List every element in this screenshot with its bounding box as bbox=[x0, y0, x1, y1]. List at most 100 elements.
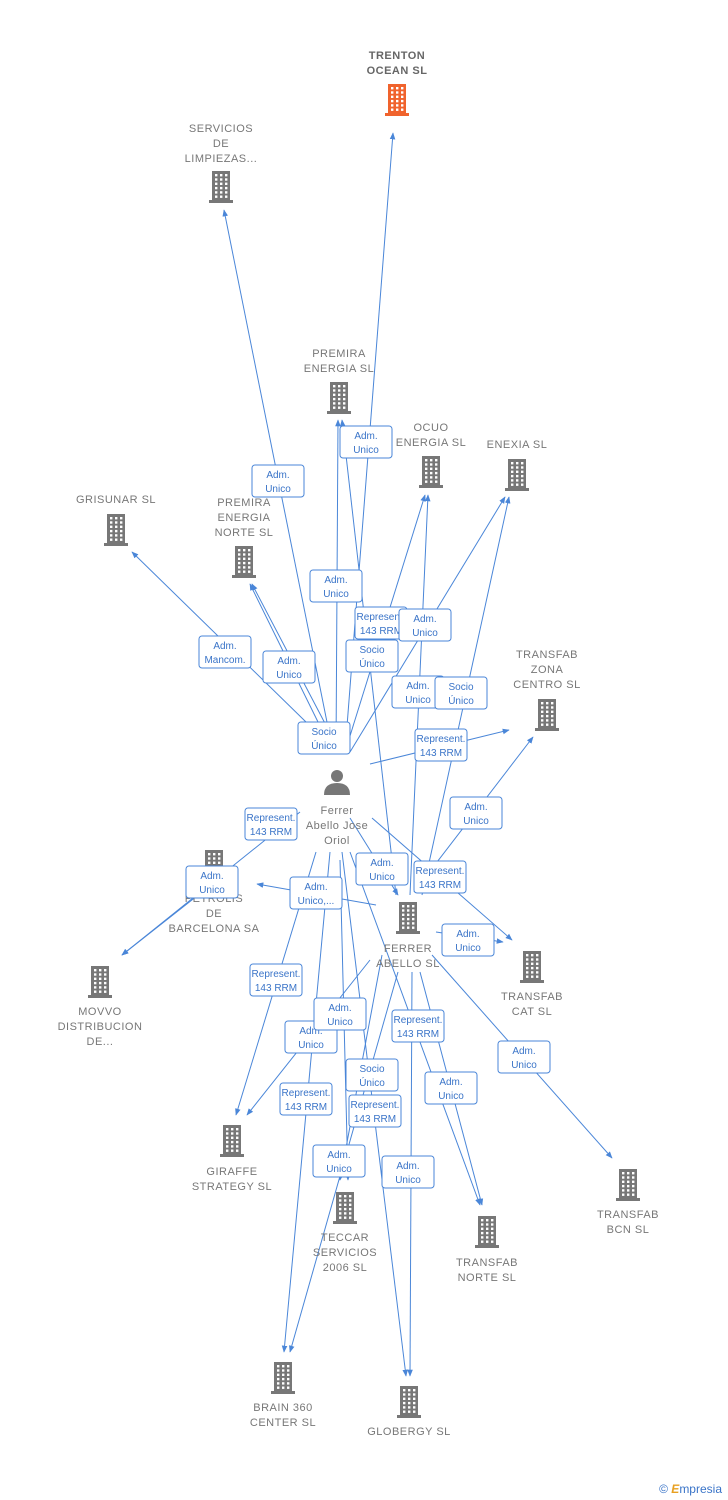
edge-label: Adm.Unico bbox=[398, 608, 452, 642]
brand-name: mpresia bbox=[679, 1482, 722, 1496]
edge-label-text: Unico bbox=[353, 445, 379, 456]
node-label-line: STRATEGY SL bbox=[192, 1181, 272, 1193]
edge-label-text: Unico bbox=[199, 885, 225, 896]
credit[interactable]: © Empresia bbox=[659, 1482, 722, 1496]
node-label-line: CAT SL bbox=[512, 1006, 553, 1018]
edge-label: Adm.Unico bbox=[424, 1071, 478, 1105]
node-label-line: ZONA bbox=[531, 664, 564, 676]
edge-label-text: Adm. bbox=[200, 871, 223, 882]
edge-label-text: Único bbox=[448, 694, 474, 707]
edge-label: Adm.Unico,... bbox=[289, 876, 343, 910]
edge-label-text: Unico bbox=[276, 670, 302, 681]
node-globergy[interactable]: GLOBERGY SL bbox=[367, 1386, 451, 1438]
node-trenton[interactable]: TRENTON OCEAN SL bbox=[367, 50, 428, 116]
node-enexia[interactable]: ENEXIA SL bbox=[487, 439, 548, 491]
edge-label-text: Adm. bbox=[413, 614, 436, 625]
node-label-line: BCN SL bbox=[607, 1224, 650, 1236]
edge-label-text: Adm. bbox=[324, 575, 347, 586]
edge-label-text: Represent. bbox=[282, 1088, 331, 1099]
node-label-line: PREMIRA bbox=[217, 497, 271, 509]
node-label-line: NORTE SL bbox=[215, 527, 274, 539]
node-label-line: CENTER SL bbox=[250, 1417, 316, 1429]
edge-label-text: Único bbox=[359, 657, 385, 670]
edge-label-text: Represent. bbox=[394, 1015, 443, 1026]
edge-label: Represent.143 RRM bbox=[413, 860, 467, 894]
building-icon bbox=[232, 546, 256, 578]
edge-label: Adm.Unico bbox=[339, 425, 393, 459]
edge-label-text: Adm. bbox=[406, 681, 429, 692]
edge-label-text: Unico bbox=[463, 816, 489, 827]
edge-label: Adm.Unico bbox=[441, 923, 495, 957]
edge-label-text: 143 RRM bbox=[360, 626, 402, 637]
edge-label: Adm.Unico bbox=[313, 997, 367, 1031]
node-label-line: BARCELONA SA bbox=[169, 923, 260, 935]
node-label-line: CENTRO SL bbox=[513, 679, 580, 691]
node-premira_norte[interactable]: PREMIRA ENERGIA NORTE SL bbox=[215, 497, 274, 578]
node-grisunar[interactable]: GRISUNAR SL bbox=[76, 494, 156, 546]
edge-label-text: Unico bbox=[369, 872, 395, 883]
edge-label-text: Represent. bbox=[247, 813, 296, 824]
building-icon bbox=[209, 171, 233, 203]
edge-label: Represent. 143 RRM bbox=[244, 807, 298, 841]
edge-label-text: 143 RRM bbox=[397, 1029, 439, 1040]
building-icon bbox=[397, 1386, 421, 1418]
edge-label-text: Represent. bbox=[416, 866, 465, 877]
node-label-line: BRAIN 360 bbox=[253, 1402, 313, 1414]
edge-label-text: Represent. bbox=[252, 969, 301, 980]
edge-label-text: Adm. bbox=[512, 1046, 535, 1057]
edge-label-text: Unico bbox=[455, 943, 481, 954]
edge-label: Adm.Unico bbox=[381, 1155, 435, 1189]
node-label-line: SERVICIOS bbox=[189, 123, 253, 135]
node-label-line: OCEAN SL bbox=[367, 65, 428, 77]
building-icon bbox=[104, 514, 128, 546]
edge-labels-layer: Adm.UnicoAdm.UnicoAdm.UnicoAdm.Mancom.Ad… bbox=[185, 425, 551, 1189]
node-label-line: DISTRIBUCION bbox=[58, 1021, 143, 1033]
edge-label-text: 143 RRM bbox=[250, 827, 292, 838]
node-label-line: TRENTON bbox=[369, 50, 425, 62]
node-label-line: ENERGIA SL bbox=[396, 437, 466, 449]
node-label-line: ENERGIA bbox=[217, 512, 270, 524]
node-label-line: GIRAFFE bbox=[206, 1166, 257, 1178]
edge-label-text: 143 RRM bbox=[285, 1102, 327, 1113]
edge-label-text: Adm. bbox=[396, 1161, 419, 1172]
edge-label: Represent.143 RRM bbox=[249, 963, 303, 997]
edge-label-text: Adm. bbox=[213, 641, 236, 652]
edge-label: Adm.Unico bbox=[251, 464, 305, 498]
building-icon bbox=[396, 902, 420, 934]
edge-label-text: Adm. bbox=[328, 1003, 351, 1014]
edge-label: Represent. 143 RRM bbox=[279, 1082, 333, 1116]
edge-label: Adm. Unico bbox=[449, 796, 503, 830]
node-label-line: FERRER bbox=[384, 943, 432, 955]
building-icon bbox=[333, 1192, 357, 1224]
building-icon bbox=[419, 456, 443, 488]
node-servicios[interactable]: SERVICIOSDELIMPIEZAS... bbox=[185, 123, 258, 203]
node-giraffe[interactable]: GIRAFFE STRATEGY SL bbox=[192, 1125, 272, 1193]
node-label-line: DE... bbox=[87, 1036, 114, 1048]
node-label-line: GLOBERGY SL bbox=[367, 1426, 451, 1438]
edge-label-text: Unico,... bbox=[298, 896, 335, 907]
node-label-line: ENERGIA SL bbox=[304, 363, 374, 375]
edge-label-text: Adm. bbox=[464, 802, 487, 813]
node-label-line: TECCAR bbox=[321, 1232, 369, 1244]
edge-label-text: Unico bbox=[405, 695, 431, 706]
node-label-line: MOVVO bbox=[78, 1006, 121, 1018]
edge-label-text: Unico bbox=[298, 1040, 324, 1051]
edge-label: Represent.143 RRM bbox=[354, 606, 408, 640]
edge-label-text: Único bbox=[359, 1076, 385, 1089]
edge-label-text: Adm. bbox=[266, 470, 289, 481]
node-label-line: Abello Jose bbox=[306, 820, 368, 832]
node-movvo[interactable]: MOVVO DISTRIBUCION DE... bbox=[58, 966, 143, 1048]
